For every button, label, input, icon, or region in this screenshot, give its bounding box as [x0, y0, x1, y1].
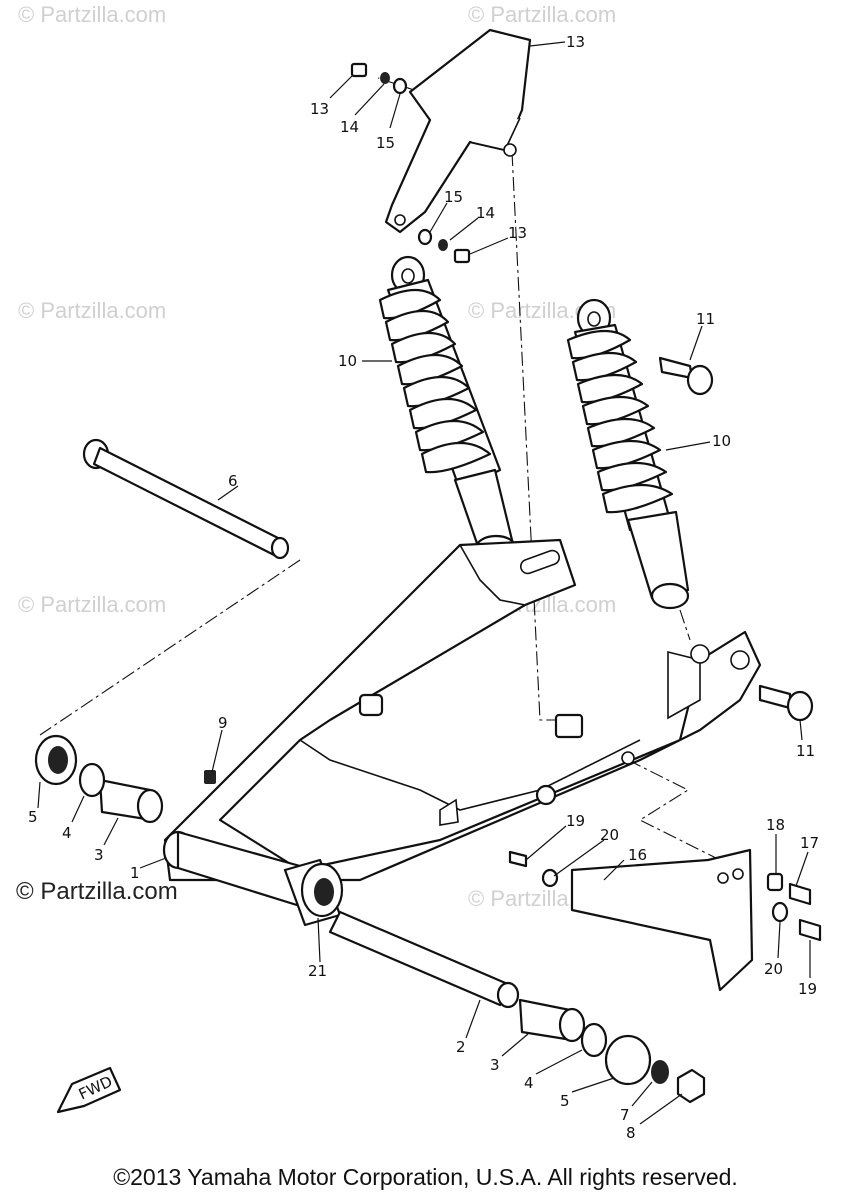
part-12-upper-bracket [384, 28, 532, 234]
callout-4-left: 4 [62, 824, 72, 842]
callout-10-left: 10 [338, 352, 357, 370]
spring-coils-right [566, 330, 674, 514]
left-pivot-parts [34, 734, 164, 824]
part-9-grease-nipple [204, 770, 216, 784]
callout-1: 1 [130, 864, 140, 882]
callout-12: 13 [566, 33, 585, 51]
callout-19-right: 19 [798, 980, 817, 998]
callout-13-top: 13 [310, 100, 329, 118]
callout-21: 21 [308, 962, 327, 980]
watermark-text: © Partzilla.com [18, 2, 166, 27]
callout-labels: 13 13 14 15 15 14 13 10 11 10 6 9 11 5 4… [28, 33, 819, 1142]
part-10-shock-right [566, 298, 690, 610]
callout-5-right: 5 [560, 1092, 570, 1110]
callout-5-left: 5 [28, 808, 38, 826]
upper-fasteners [350, 62, 471, 264]
callout-8: 8 [626, 1124, 636, 1142]
callout-11-top: 11 [696, 310, 715, 328]
callout-20-right: 20 [764, 960, 783, 978]
callout-6: 6 [228, 472, 238, 490]
callout-13-mid: 13 [508, 224, 527, 242]
part-6-pivot-shaft [82, 438, 290, 560]
callout-9: 9 [218, 714, 228, 732]
part-11-bolts [658, 356, 814, 722]
callout-2: 2 [456, 1038, 466, 1056]
callout-11-bottom: 11 [796, 742, 815, 760]
right-pivot-parts [518, 998, 706, 1104]
callout-14-mid: 14 [476, 204, 495, 222]
callout-15-mid: 15 [444, 188, 463, 206]
part-10-shock-left [378, 255, 518, 562]
callout-19-left: 19 [566, 812, 585, 830]
fwd-arrow: FWD [56, 1066, 122, 1114]
part-1-swingarm [162, 538, 762, 908]
watermark-text: © Partzilla.com [18, 298, 166, 323]
partzilla-watermark: © Partzilla.com [16, 878, 178, 905]
callout-18: 18 [766, 816, 785, 834]
part-2-collar [328, 910, 520, 1009]
callout-17: 17 [800, 834, 819, 852]
callout-3-left: 3 [94, 846, 104, 864]
callout-16: 16 [628, 846, 647, 864]
callout-14-top: 14 [340, 118, 359, 136]
leader-lines [37, 41, 811, 1125]
part-16-bracket [570, 848, 754, 992]
callout-7: 7 [620, 1106, 630, 1124]
callout-10-right: 10 [712, 432, 731, 450]
watermark-text: © Partzilla.com [468, 2, 616, 27]
part-21-bushing [283, 858, 344, 927]
callout-15-top: 15 [376, 134, 395, 152]
watermark-text: © Partzilla.com [18, 592, 166, 617]
copyright-notice: ©2013 Yamaha Motor Corporation, U.S.A. A… [113, 1164, 738, 1190]
spring-coils-left [378, 289, 492, 474]
bracket-fasteners [508, 850, 822, 942]
callout-4-right: 4 [524, 1074, 534, 1092]
callout-3-right: 3 [490, 1056, 500, 1074]
callout-20-left: 20 [600, 826, 619, 844]
